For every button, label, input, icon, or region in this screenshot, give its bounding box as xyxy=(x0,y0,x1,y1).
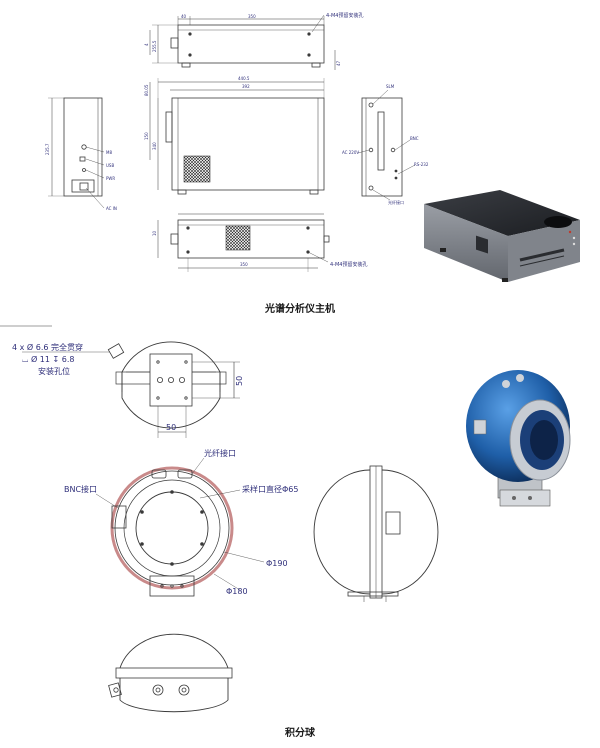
left-height-dim: 235.7 xyxy=(45,143,50,155)
sphere-mount-view xyxy=(0,325,240,438)
front-dim-total: 440.5 xyxy=(238,76,250,81)
label-fiber-port: 光纤接口 xyxy=(204,448,236,458)
top-mount-note: 4-M4预留安装孔 xyxy=(326,12,363,19)
top-side-dim-c: 47 xyxy=(336,60,341,66)
sphere-side-view xyxy=(313,465,439,602)
analyzer-bottom-view xyxy=(157,213,330,272)
sphere-front-view xyxy=(95,457,265,597)
top-dim-350: 350 xyxy=(248,14,256,19)
right-callout-bnc: BNC xyxy=(410,136,419,141)
front-left-dim-a: 80.05 xyxy=(144,84,149,96)
caption-analyzer-main-unit: 光谱分析仪主机 xyxy=(265,304,335,315)
analyzer-front-view xyxy=(149,78,325,195)
left-callout-pwr: PWR xyxy=(106,176,115,181)
front-left-dim-c: 340 xyxy=(152,142,157,150)
top-dim-40: 40 xyxy=(181,14,187,19)
mount-note-line2: ⌴ Ø 11 ↧ 6.8 xyxy=(22,354,74,364)
label-bnc-port: BNC接口 xyxy=(64,484,97,494)
front-left-dim-b: 150 xyxy=(144,132,149,140)
caption-integrating-sphere: 积分球 xyxy=(285,728,315,739)
left-callout-m8: M8 xyxy=(106,150,112,155)
right-callout-fiber: 光纤接口 xyxy=(388,199,404,205)
left-callout-usb: USB xyxy=(106,163,114,168)
left-callout-acin: AC IN xyxy=(106,206,117,211)
bottom-dim-10: 10 xyxy=(152,230,157,236)
mount-note-line1: 4 x Ø 6.6 完全贯穿 xyxy=(12,342,83,352)
analyzer-right-side-view xyxy=(357,89,416,201)
analyzer-top-view xyxy=(149,14,336,70)
label-d180: Φ180 xyxy=(226,587,248,596)
top-side-dim-a: 255.5 xyxy=(152,40,157,52)
top-side-dim-b: 4 xyxy=(144,43,149,46)
mount-note-line3: 安装孔位 xyxy=(38,366,70,376)
right-callout-slm: SLM xyxy=(386,84,395,89)
right-callout-rs232: RS-232 xyxy=(414,162,429,167)
analyzer-3d-render xyxy=(424,190,580,282)
sphere-bottom-view xyxy=(108,633,233,713)
bottom-mount-note: 4-M4预留安装孔 xyxy=(330,261,367,268)
front-dim-body: 392 xyxy=(242,84,250,89)
dim-50-horizontal: 50 xyxy=(166,423,176,432)
right-callout-ac220: AC 220V xyxy=(342,150,359,155)
sphere-3d-render xyxy=(466,370,571,507)
label-sample-port: 采样口直径Φ65 xyxy=(242,484,298,494)
bottom-dim-350: 350 xyxy=(240,262,248,267)
dim-50-vertical: 50 xyxy=(235,376,244,386)
label-d190: Φ190 xyxy=(266,559,288,568)
analyzer-left-side-view xyxy=(48,97,105,209)
